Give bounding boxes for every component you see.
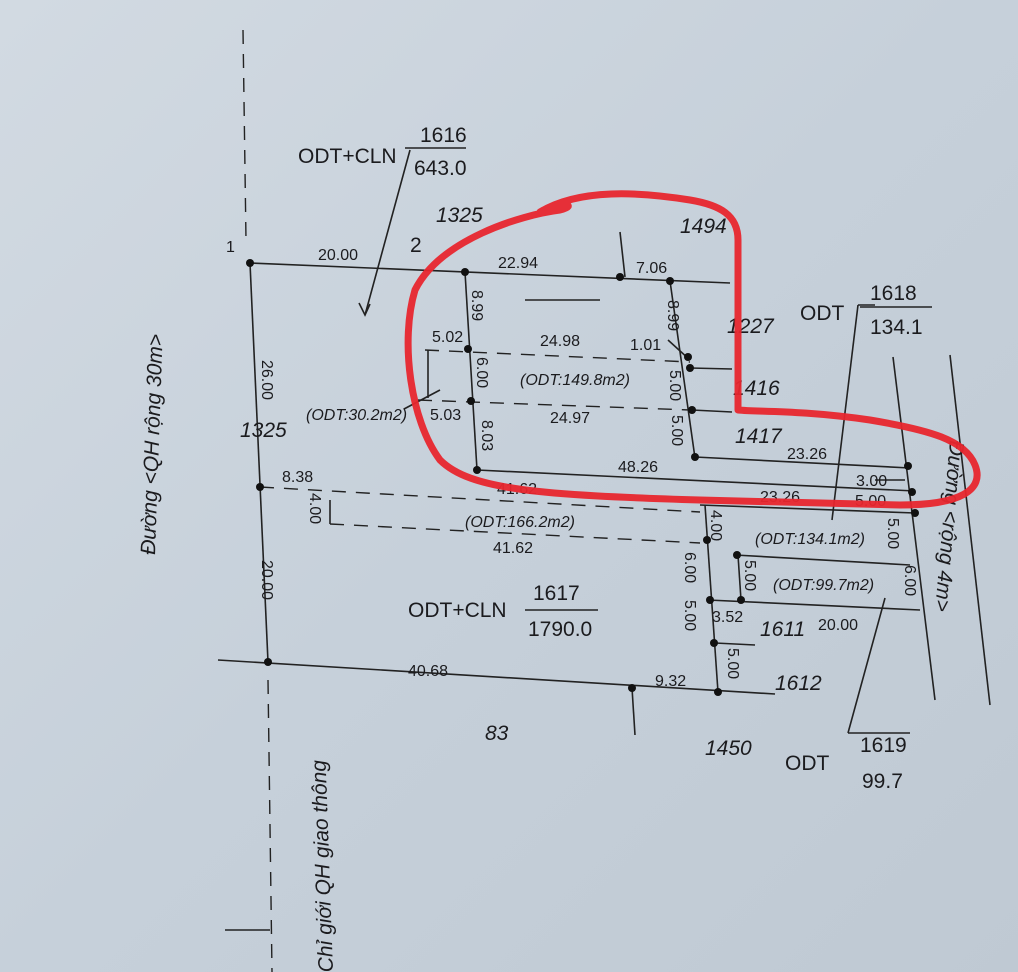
parcel-number: 1619	[860, 734, 907, 757]
road-label-bottom: Chỉ giới QH giao thông	[308, 759, 338, 972]
neighbor-number: 1227	[727, 315, 775, 338]
dimension-label: 6.00	[681, 552, 698, 583]
dimension-label: 41.62	[493, 540, 533, 557]
neighbor-number: 1417	[735, 425, 783, 448]
corner-label: 1	[226, 239, 235, 256]
dimension-label: 5.00	[884, 518, 901, 549]
dimension-label: 20.00	[258, 560, 275, 600]
dimension-label: 9.32	[655, 673, 686, 690]
leader-arrows	[225, 147, 910, 931]
dimension-label: 48.26	[618, 459, 658, 476]
neighbor-number: 1611	[760, 618, 805, 641]
dimension-label: 20.00	[318, 247, 358, 264]
dimension-label: 22.94	[498, 255, 538, 272]
parcel-1617-label: ODT+CLN 1617 1790.0	[408, 582, 598, 641]
dimension-label: 24.98	[540, 333, 580, 350]
dimension-labels: 20.00 22.94 7.06 8.99 5.02 24.98 1.01 8.…	[258, 247, 918, 690]
dimension-label: 4.00	[306, 493, 323, 524]
neighbor-number: 1612	[775, 672, 822, 695]
sub-area-label: (ODT:134.1m2)	[755, 531, 865, 548]
neighbor-number: 1325	[436, 204, 483, 227]
parcel-area: 134.1	[870, 316, 923, 339]
dimension-label: 40.68	[408, 663, 448, 680]
dimension-label: 5.00	[724, 648, 741, 679]
parcel-type: ODT	[785, 752, 830, 775]
parcel-area: 1790.0	[528, 618, 592, 641]
sub-area-labels: (ODT:149.8m2) (ODT:30.2m2) (ODT:166.2m2)…	[306, 372, 874, 594]
red-highlight-outline	[404, 190, 981, 509]
parcel-1616-label: ODT+CLN 1616 643.0	[298, 124, 467, 180]
vertices	[246, 259, 919, 696]
parcel-type: ODT	[800, 302, 845, 325]
neighbor-number: 1416	[733, 377, 780, 400]
neighbor-number: 1450	[705, 737, 752, 760]
parcel-1619-label: ODT 1619 99.7	[785, 734, 907, 793]
dimension-label: 8.38	[282, 469, 313, 486]
dimension-label: 8.03	[478, 420, 495, 451]
parcel-type: ODT+CLN	[408, 599, 507, 622]
dimension-label: 26.00	[258, 360, 275, 400]
parcel-type: ODT+CLN	[298, 145, 397, 168]
parcel-1618-label: ODT 1618 134.1	[800, 282, 932, 339]
dimension-label: 5.02	[432, 329, 463, 346]
dimension-label: 3.00	[856, 473, 887, 490]
dimension-label: 5.00	[741, 560, 758, 591]
parcel-number: 1616	[420, 124, 467, 147]
dimension-label: 5.00	[666, 370, 683, 401]
parcel-area: 643.0	[414, 157, 467, 180]
corner-label: 2	[410, 234, 422, 257]
sub-area-label: (ODT:99.7m2)	[773, 577, 874, 594]
road-label-left: Đường <QH rộng 30m>	[137, 334, 168, 556]
dimension-label: 6.00	[901, 565, 918, 596]
neighbor-number: 83	[485, 722, 509, 745]
dimension-label: 7.06	[636, 260, 667, 277]
parcel-area: 99.7	[862, 770, 903, 793]
dimension-label: 23.26	[787, 446, 827, 463]
dimension-label: 6.00	[473, 357, 490, 388]
sub-area-label: (ODT:149.8m2)	[520, 372, 630, 389]
neighbor-number: 1325	[240, 419, 287, 442]
sub-area-label: (ODT:30.2m2)	[306, 407, 407, 424]
dimension-label: 8.99	[468, 290, 485, 321]
dimension-label: 5.00	[668, 415, 685, 446]
road-label-right: Đường <rộng 4m>	[930, 440, 968, 613]
sub-area-label: (ODT:166.2m2)	[465, 514, 575, 531]
dimension-label: 3.52	[712, 609, 743, 626]
parcel-number: 1617	[533, 582, 580, 605]
dimension-label: 20.00	[818, 617, 858, 634]
dimension-label: 8.99	[664, 300, 681, 331]
dimension-label: 4.00	[707, 510, 724, 541]
dimension-label: 1.01	[630, 337, 661, 354]
neighbor-number: 1494	[680, 215, 727, 238]
dimension-label: 24.97	[550, 410, 590, 427]
dimension-label: 5.03	[430, 407, 461, 424]
dimension-label: 5.00	[681, 600, 698, 631]
parcel-number: 1618	[870, 282, 917, 305]
